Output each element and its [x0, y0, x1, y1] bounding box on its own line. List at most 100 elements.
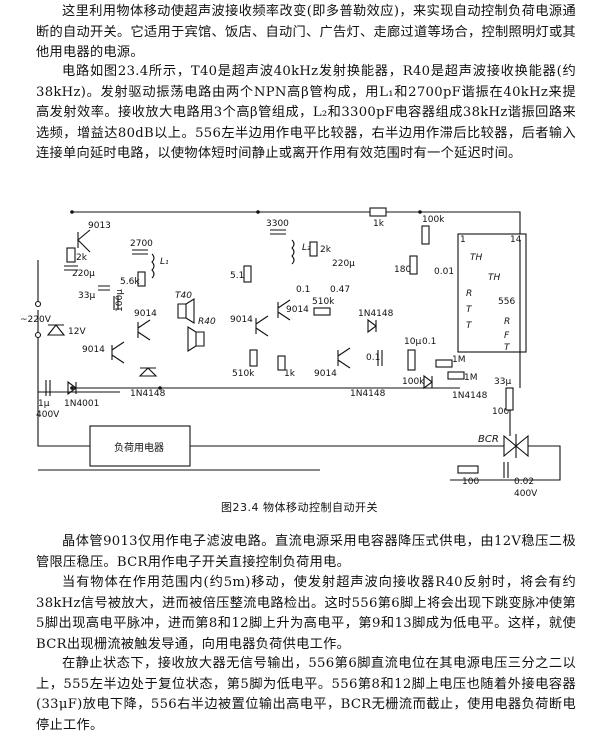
wire-junction — [70, 210, 74, 214]
label-d1n4148-d: 1N4148 — [452, 391, 488, 401]
resistor-510k-b — [313, 307, 331, 316]
resistor-1k-a — [277, 355, 286, 371]
resistor-5-1k — [243, 265, 252, 283]
resistor-2k-b — [309, 241, 318, 257]
bcr-wire — [450, 240, 561, 481]
label-c2700: 2700 — [130, 239, 153, 249]
wire-junction — [158, 386, 162, 390]
mains-terminal-top — [34, 300, 42, 308]
q9014-b — [111, 341, 125, 364]
label-q9014-d: 9014 — [230, 315, 253, 325]
label-z12v: 12V — [68, 327, 86, 337]
label-r2k-a: 2k — [76, 253, 88, 263]
resistor-5-6k — [137, 271, 146, 287]
label-th2: TH — [488, 273, 500, 283]
label-r100k-a: 100k — [422, 215, 445, 225]
resistor-100k-a — [421, 225, 430, 245]
paragraph-circuit-description: 电路如图23.4所示，T40是超声波40kHz发射换能器，R40是超声波接收换能… — [36, 64, 576, 161]
paragraph-operation-moving: 当有物体在作用范围内(约5m)移动，使发射超声波向接收器R40反射时，将会有约3… — [36, 575, 576, 652]
diode-1n4148-b — [367, 318, 377, 334]
label-c220-b: 220μ — [332, 259, 355, 269]
wire-junction — [256, 210, 260, 214]
label-l1: L₁ — [160, 257, 169, 267]
label-r100-b: 100 — [462, 477, 479, 487]
resistor-180k — [409, 255, 418, 275]
label-q9014-a: 9014 — [134, 309, 157, 319]
label-c33: 33μ — [78, 291, 95, 301]
label-load: 负荷用电器 — [114, 441, 164, 454]
zener-12v — [46, 324, 66, 336]
label-f2: F — [504, 331, 510, 341]
label-q9014-e: 9014 — [314, 369, 337, 379]
label-r510k-a: 510k — [232, 369, 255, 379]
cap-100u — [113, 296, 119, 310]
q9014-c — [277, 299, 291, 321]
mains-terminal-bottom — [34, 331, 42, 339]
label-r1m-b: 1M — [464, 373, 478, 383]
label-d1n4148-c: 1N4148 — [350, 389, 386, 399]
figure-caption: 图23.4 物体移动控制自动开关 — [221, 501, 378, 514]
label-c01-a: 0.1 — [296, 285, 310, 295]
load-wire — [37, 392, 488, 471]
cap-2700 — [132, 249, 148, 255]
wire-junction — [418, 210, 422, 214]
label-r-reset: R — [466, 289, 472, 299]
label-c047: 0.47 — [330, 285, 350, 295]
q9014-d — [255, 315, 269, 337]
label-r51k-a: 5.1k — [230, 271, 250, 281]
resistor-100-b — [457, 465, 479, 474]
label-c10u: 10μ — [404, 337, 421, 347]
top-rail-wire — [72, 211, 521, 240]
transducer-t40 — [177, 298, 195, 324]
resistor-1m-b — [447, 371, 465, 380]
resistor-100-a — [505, 387, 514, 411]
resistor-510k-a — [249, 349, 258, 367]
label-r2: R — [504, 317, 510, 327]
label-v400-b: 400V — [514, 489, 538, 499]
cap-002 — [503, 462, 509, 478]
cap-33 — [98, 285, 110, 291]
label-c002: 0.02 — [514, 477, 534, 487]
diode-1n4148-a — [138, 367, 158, 377]
label-r510k-b: 510k — [312, 297, 335, 307]
cap-220-a — [64, 265, 78, 271]
label-c001: 0.01 — [434, 267, 454, 277]
paragraph-transistor-9013: 晶体管9013仅用作电子滤波电路。直流电源采用电容器降压式供电，由12V稳压二极… — [36, 534, 576, 570]
diode-1n4148-d — [423, 374, 433, 390]
label-q9014-c: 9014 — [286, 305, 309, 315]
label-t40: T40 — [175, 291, 192, 301]
label-c100: 100μ — [115, 289, 125, 312]
label-c33-b: 33μ — [494, 377, 511, 387]
label-ic556: 556 — [498, 297, 515, 307]
label-c01-b: 0.1 — [366, 353, 380, 363]
paragraph-operation-static: 在静止状态下，接收放大器无信号输出，556第6脚直流电位在其电源电压三分之二以上… — [36, 656, 576, 733]
label-r100-a: 100 — [492, 407, 509, 417]
q9013-body — [77, 229, 91, 253]
coil-l2 — [291, 239, 295, 265]
label-t2: T — [504, 343, 511, 353]
circuit-diagram: ~220V 9013 2k 220μ 33μ 100μ 12V 2700 L₁ … — [20, 207, 561, 499]
label-th1: TH — [470, 253, 482, 263]
triac-bcr — [503, 434, 529, 458]
label-c01-c: 0.1 — [422, 337, 436, 347]
label-d1n4001: 1N4001 — [64, 399, 99, 409]
resistor-1m-a — [435, 359, 453, 368]
wire-junction — [70, 386, 74, 390]
label-bcr: BCR — [478, 434, 499, 445]
resistor-1k-b — [369, 207, 387, 217]
label-r1k-a: 1k — [284, 369, 296, 379]
cap-01-b — [377, 350, 383, 366]
label-l2: L₂ — [302, 243, 311, 253]
label-q9014-b: 9014 — [82, 345, 105, 355]
cap-3300 — [270, 229, 286, 235]
paragraph-intro: 这里利用物体移动使超声波接收频率改变(即多普勒效应)，来实现自动控制负荷电源通断… — [36, 4, 576, 60]
label-r100k-b: 100k — [402, 377, 425, 387]
label-r1m-a: 1M — [452, 355, 466, 365]
label-r180k: 180k — [394, 265, 417, 275]
label-pin1: 1 — [460, 235, 466, 245]
label-d1n4148-a: 1N4148 — [130, 389, 166, 399]
q9014-a — [137, 319, 151, 341]
q9014-e — [337, 347, 351, 369]
coil-l1 — [151, 253, 155, 279]
label-t9013: 9013 — [88, 221, 111, 231]
